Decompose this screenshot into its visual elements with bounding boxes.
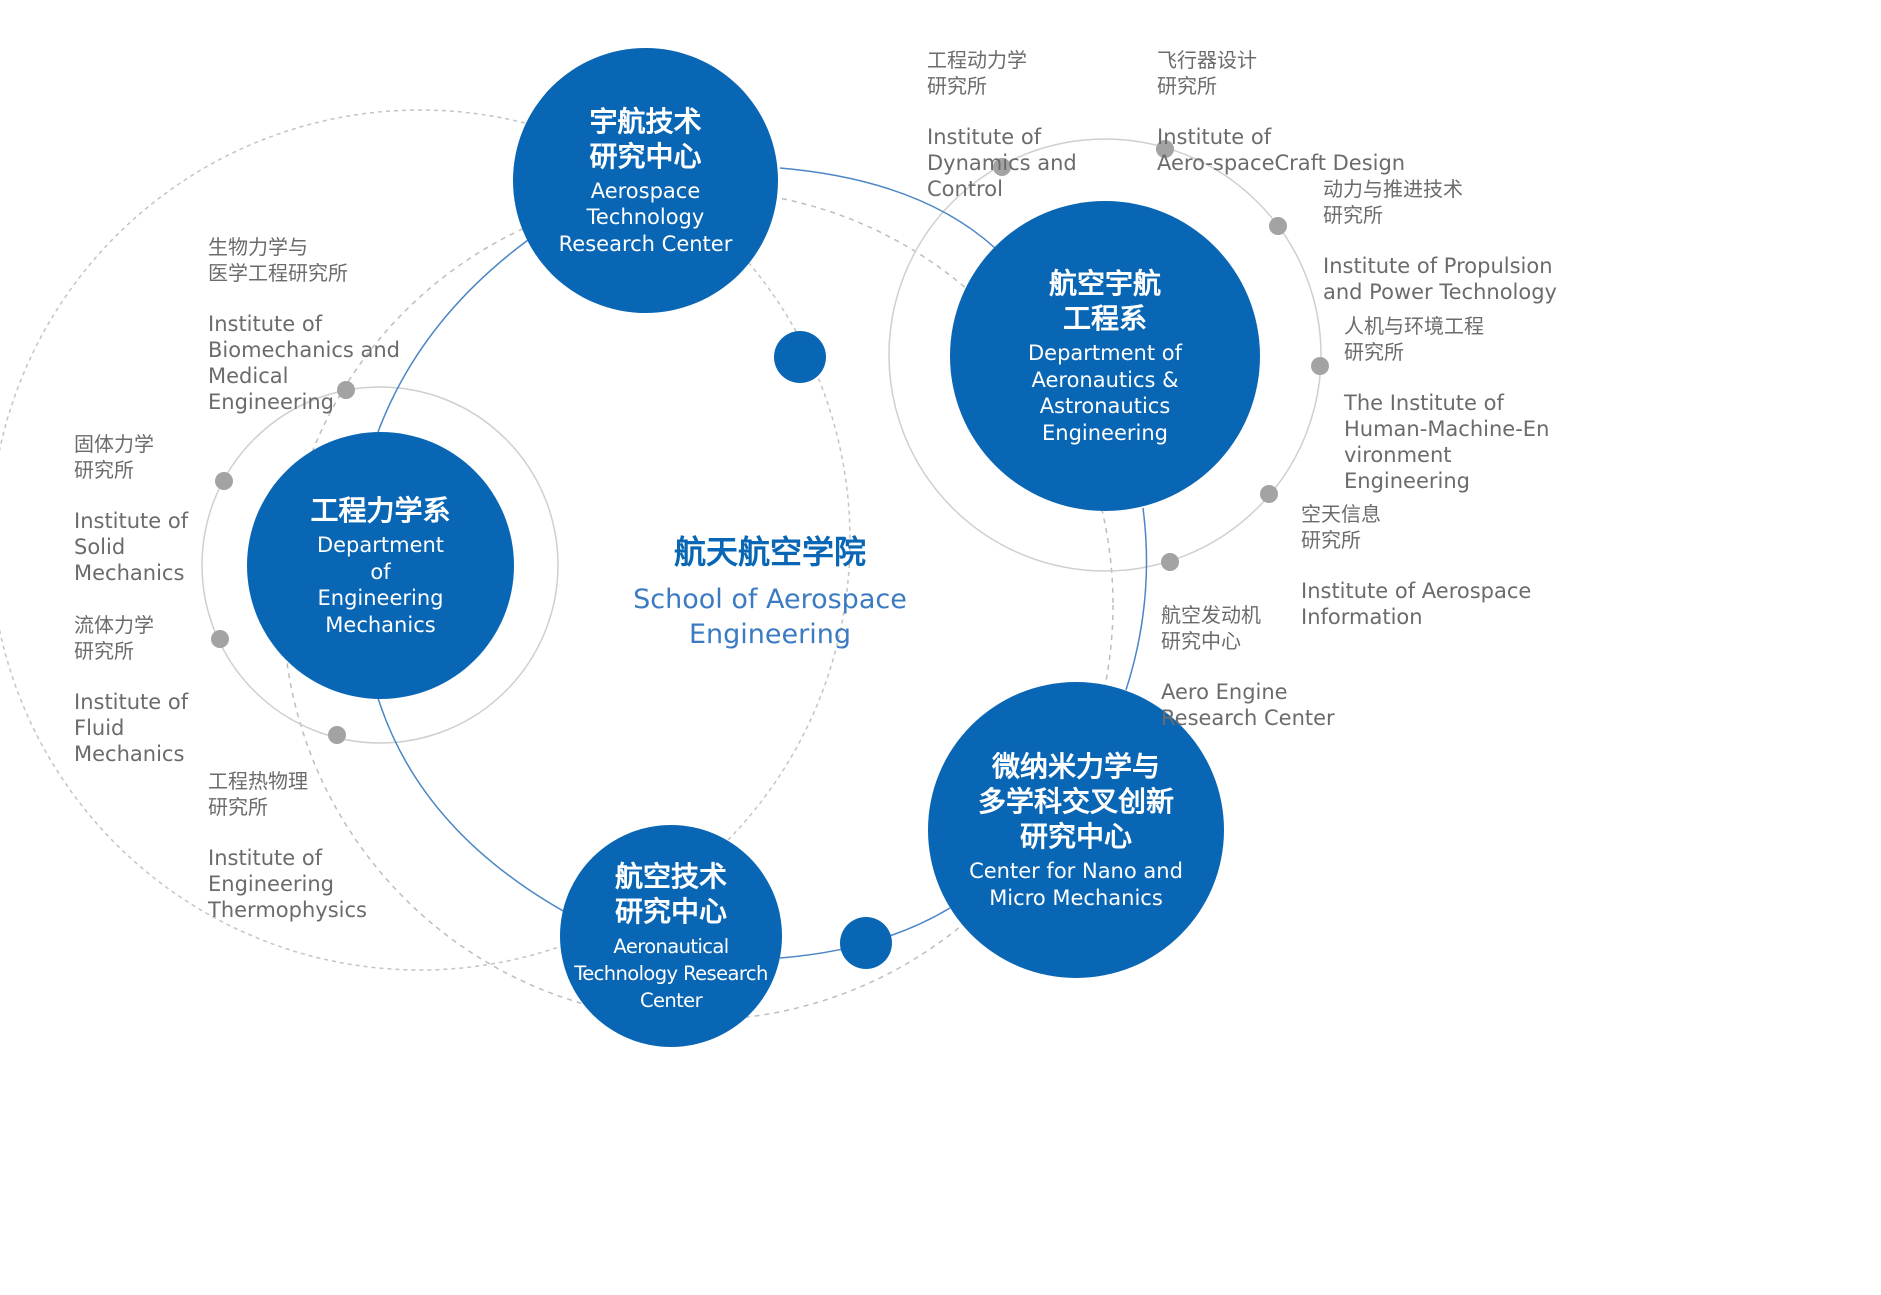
- label-human: 人机与环境工程 研究所 The Institute of Human-Machi…: [1344, 294, 1549, 513]
- arc-space-to-aero: [779, 167, 996, 249]
- label-solid-zh: 固体力学 研究所: [74, 432, 154, 482]
- label-engine-zh: 航空发动机 研究中心: [1161, 603, 1261, 653]
- label-thermo-en: Institute of Engineering Thermophysics: [208, 846, 367, 922]
- mech-orbit-ring: [201, 386, 559, 744]
- node-mech-dept: 工程力学系 Department of Engineering Mechanic…: [247, 432, 514, 699]
- dot-propulsion: [1269, 217, 1287, 235]
- node-air-center-zh: 航空技术 研究中心: [614, 859, 727, 928]
- dot-human: [1311, 357, 1329, 375]
- label-solid-en: Institute of Solid Mechanics: [74, 509, 189, 585]
- label-aircraft: 飞行器设计 研究所 Institute of Aero-spaceCraft D…: [1157, 28, 1405, 195]
- label-info-zh: 空天信息 研究所: [1301, 502, 1381, 552]
- label-engine: 航空发动机 研究中心 Aero Engine Research Center: [1161, 583, 1335, 750]
- dot-engine: [1161, 553, 1179, 571]
- node-air-center: 航空技术 研究中心 Aeronautical Technology Resear…: [560, 825, 782, 1047]
- node-space-center-en: Aerospace Technology Research Center: [558, 178, 733, 256]
- node-space-center: 宇航技术 研究中心 Aerospace Technology Research …: [513, 48, 778, 313]
- label-thermo: 工程热物理 研究所 Institute of Engineering Therm…: [208, 749, 367, 942]
- school-title: 航天航空学院 School of Aerospace Engineering: [600, 530, 940, 652]
- dot-aircraft: [1156, 140, 1174, 158]
- label-propulsion: 动力与推进技术 研究所 Institute of Propulsion and …: [1323, 157, 1557, 324]
- label-bio-zh: 生物力学与 医学工程研究所: [208, 235, 348, 285]
- node-nano-center-zh: 微纳米力学与 多学科交叉创新 研究中心: [977, 750, 1174, 853]
- label-bio: 生物力学与 医学工程研究所 Institute of Biomechanics …: [208, 215, 400, 434]
- label-propulsion-en: Institute of Propulsion and Power Techno…: [1323, 254, 1557, 304]
- label-solid: 固体力学 研究所 Institute of Solid Mechanics: [74, 412, 188, 605]
- arc-mech-to-air: [377, 697, 566, 913]
- node-air-center-en: Aeronautical Technology Research Center: [574, 934, 768, 1012]
- dot-info: [1260, 485, 1278, 503]
- label-human-en: The Institute of Human-Machine-En vironm…: [1344, 391, 1550, 493]
- node-aero-dept-en: Department of Aeronautics & Astronautics…: [1028, 341, 1182, 445]
- label-dynamics-zh: 工程动力学 研究所: [927, 48, 1027, 98]
- label-info: 空天信息 研究所 Institute of Aerospace Informat…: [1301, 482, 1531, 649]
- arc-space-to-mech: [377, 239, 529, 433]
- label-dynamics-en: Institute of Dynamics and Control: [927, 125, 1077, 201]
- label-fluid: 流体力学 研究所 Institute of Fluid Mechanics: [74, 593, 188, 786]
- school-title-en: School of Aerospace Engineering: [633, 584, 907, 650]
- outer-dashed-ring: [0, 109, 851, 971]
- dot-dynamics: [993, 158, 1011, 176]
- blue-dot-lower: [840, 917, 892, 969]
- label-propulsion-zh: 动力与推进技术 研究所: [1323, 177, 1463, 227]
- arc-aero-to-nano: [1125, 507, 1148, 691]
- label-bio-en: Institute of Biomechanics and Medical En…: [208, 312, 401, 414]
- school-title-zh: 航天航空学院: [673, 533, 866, 571]
- label-aircraft-zh: 飞行器设计 研究所: [1157, 48, 1257, 98]
- dot-solid: [215, 472, 233, 490]
- node-mech-dept-en: Department of Engineering Mechanics: [316, 533, 445, 637]
- label-info-en: Institute of Aerospace Information: [1301, 579, 1532, 629]
- label-thermo-zh: 工程热物理 研究所: [208, 769, 308, 819]
- dot-bio: [337, 381, 355, 399]
- label-human-zh: 人机与环境工程 研究所: [1344, 314, 1484, 364]
- node-nano-center-en: Center for Nano and Micro Mechanics: [969, 859, 1183, 910]
- aero-orbit-ring: [888, 138, 1322, 572]
- node-aero-dept-zh: 航空宇航 工程系: [1048, 267, 1161, 335]
- node-space-center-zh: 宇航技术 研究中心: [589, 104, 702, 173]
- node-nano-center: 微纳米力学与 多学科交叉创新 研究中心 Center for Nano and …: [928, 682, 1224, 978]
- label-dynamics: 工程动力学 研究所 Institute of Dynamics and Cont…: [927, 28, 1077, 221]
- blue-dot-upper: [774, 331, 826, 383]
- node-mech-dept-zh: 工程力学系: [310, 494, 451, 527]
- node-aero-dept: 航空宇航 工程系 Department of Aeronautics & Ast…: [950, 201, 1260, 511]
- label-fluid-zh: 流体力学 研究所: [74, 613, 154, 663]
- dot-fluid: [211, 630, 229, 648]
- label-aircraft-en: Institute of Aero-spaceCraft Design: [1157, 125, 1406, 175]
- dot-thermo: [328, 726, 346, 744]
- label-fluid-en: Institute of Fluid Mechanics: [74, 690, 189, 766]
- label-engine-en: Aero Engine Research Center: [1161, 680, 1335, 730]
